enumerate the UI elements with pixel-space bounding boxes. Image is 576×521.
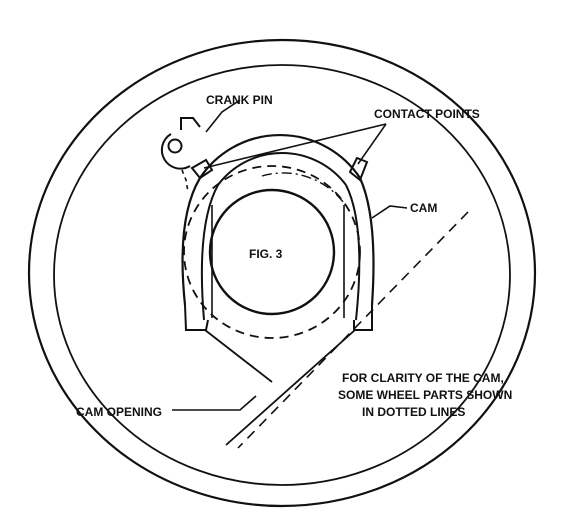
crank-pin-hole: [167, 138, 183, 154]
cam-top-arc: [199, 133, 361, 179]
diagonal-dotted-line: [237, 211, 469, 449]
cam-left-flank: [181, 177, 201, 306]
contact-point-left: [190, 158, 214, 180]
label-crank-pin: CRANK PIN: [206, 93, 273, 107]
label-cam: CAM: [410, 201, 437, 215]
inner-wheel-ring: [53, 64, 511, 486]
crank-pin-tab: [180, 117, 201, 130]
outer-wheel-ring: [27, 38, 537, 508]
cam-left-prong: [184, 304, 209, 331]
label-figure-number: FIG. 3: [249, 247, 283, 261]
cam-right-prong: [353, 305, 373, 331]
cam-opening-leader: [172, 395, 257, 411]
note-line-2: SOME WHEEL PARTS SHOWN: [338, 388, 512, 402]
contact-points-leader-right: [357, 123, 387, 165]
note-line-1: FOR CLARITY OF THE CAM,: [342, 371, 504, 385]
label-contact-points: CONTACT POINTS: [374, 107, 480, 121]
label-cam-opening: CAM OPENING: [76, 405, 162, 419]
contact-points-leader-left: [203, 123, 387, 169]
cam-inner-right: [345, 184, 361, 321]
central-hub: [208, 188, 336, 316]
cam-inner-left: [200, 184, 219, 321]
crank-pin-leader: [205, 99, 241, 133]
contact-point-right: [348, 156, 369, 182]
dash-dot-arc: [261, 172, 347, 207]
cam-opening-line-left: [204, 329, 273, 383]
crank-pin-housing: [160, 133, 191, 170]
cam-inner-arc: [217, 152, 347, 186]
cam-leader: [371, 205, 408, 219]
dashed-wheel-path: [183, 165, 361, 339]
note-line-3: IN DOTTED LINES: [362, 405, 465, 419]
cam-right-flank: [358, 177, 375, 306]
crank-pin-dotted-link: [181, 169, 189, 193]
